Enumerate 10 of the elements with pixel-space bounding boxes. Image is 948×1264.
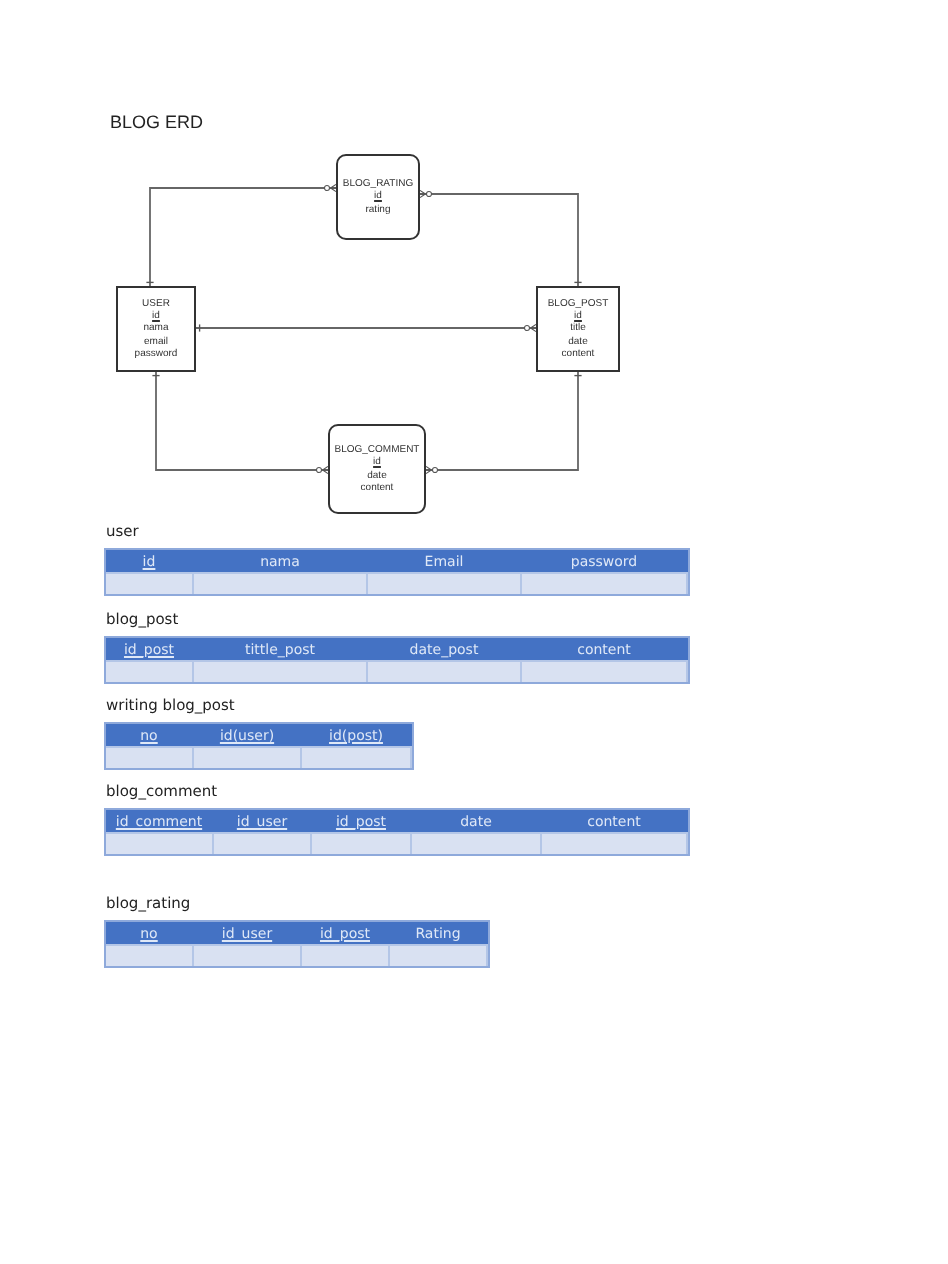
relationship-line [195, 323, 537, 333]
relationship-line [425, 371, 583, 475]
entity-box [336, 154, 420, 240]
relationship-line [145, 183, 337, 287]
entity-box [116, 286, 196, 372]
entity-box [328, 424, 426, 514]
relationship-line [151, 371, 329, 475]
entity-box [536, 286, 620, 372]
diagram-title: BLOG ERD [110, 112, 204, 132]
relationship-line [419, 189, 583, 287]
